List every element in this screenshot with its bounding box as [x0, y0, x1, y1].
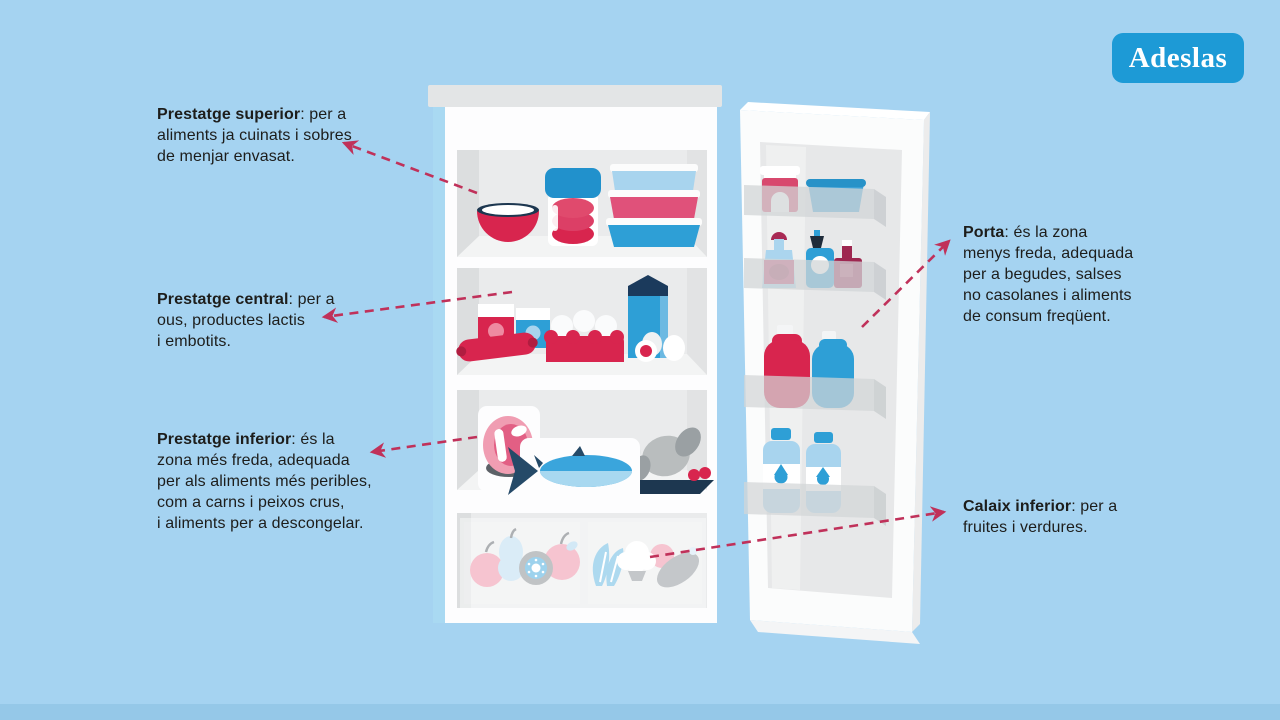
annotation-body: : per a fruites i verdures. — [963, 498, 1118, 536]
annotation-body: : és la zona menys freda, adequada per a… — [963, 224, 1134, 325]
fridge-body — [428, 85, 722, 623]
footer-band — [0, 704, 1280, 720]
annotation-body: : per a ous, productes lactis i embotits… — [157, 291, 335, 350]
annotation-title: Prestatge central — [157, 291, 289, 308]
door-shelf-3 — [744, 325, 886, 419]
fish-tray-icon — [508, 438, 640, 504]
food-jar-icon — [545, 168, 601, 246]
sausage-icon — [456, 332, 538, 362]
adeslas-logo-text: Adeslas — [1128, 41, 1228, 74]
egg-carton-icon — [544, 310, 624, 362]
annotation-title: Porta — [963, 224, 1005, 241]
arrow-porta — [861, 239, 951, 328]
adeslas-logo: Adeslas — [1112, 33, 1244, 83]
arrow-calaix-inferior — [649, 506, 947, 559]
door-bottom-face — [750, 620, 920, 644]
stacked-containers-icon — [606, 164, 702, 247]
crisper-drawers — [457, 513, 707, 608]
bowl-icon — [477, 203, 539, 242]
door-shelf-4 — [744, 428, 886, 526]
door-bin — [744, 375, 874, 411]
arrow-prestatge-central — [321, 290, 513, 323]
annotation-arrows — [321, 140, 951, 559]
door-shelf-2 — [744, 230, 886, 300]
annotation-body: : és la zona més freda, adequada per als… — [157, 431, 372, 532]
annotation-body: : per a aliments ja cuinats i sobres de … — [157, 106, 352, 165]
fridge-door — [740, 102, 930, 644]
middle-shelf — [456, 268, 707, 375]
door-bin — [744, 185, 874, 219]
annotation-title: Calaix inferior — [963, 498, 1072, 515]
annotation-porta: Porta: és la zona menys freda, adequada … — [963, 222, 1203, 327]
drawer-fronts — [460, 518, 706, 608]
arrow-prestatge-superior — [341, 140, 478, 195]
annotation-title: Prestatge inferior — [157, 431, 292, 448]
eggs-icon — [635, 332, 685, 362]
door-bin — [744, 258, 874, 292]
door-top-face — [740, 102, 930, 120]
annotation-prestatge-inferior: Prestatge inferior: és la zona més freda… — [157, 429, 422, 534]
door-bin — [744, 482, 874, 518]
fridge-top-cap — [428, 85, 722, 107]
annotation-calaix-inferior: Calaix inferior: per a fruites i verdure… — [963, 496, 1203, 538]
fridge-hinge-strip — [433, 107, 445, 623]
door-side-face — [912, 112, 930, 632]
annotation-prestatge-superior: Prestatge superior: per a aliments ja cu… — [157, 104, 407, 167]
lower-shelf — [457, 390, 714, 504]
door-shelf-1 — [744, 166, 886, 227]
arrow-prestatge-inferior — [369, 435, 478, 458]
annotation-title: Prestatge superior — [157, 106, 301, 123]
annotation-prestatge-central: Prestatge central: per a ous, productes … — [157, 289, 397, 352]
upper-shelf — [457, 150, 707, 257]
